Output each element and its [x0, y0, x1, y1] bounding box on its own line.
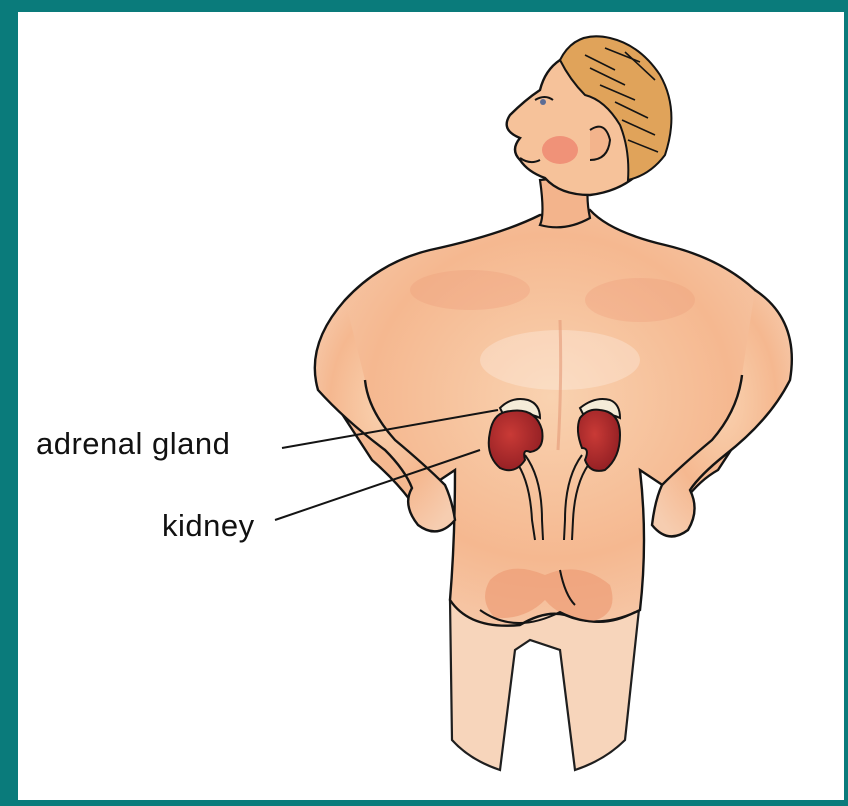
- adrenal-gland-label: adrenal gland: [36, 426, 230, 462]
- legs: [450, 600, 640, 770]
- cheek-blush: [542, 136, 578, 164]
- torso: [319, 210, 782, 626]
- kidney-label: kidney: [162, 508, 255, 544]
